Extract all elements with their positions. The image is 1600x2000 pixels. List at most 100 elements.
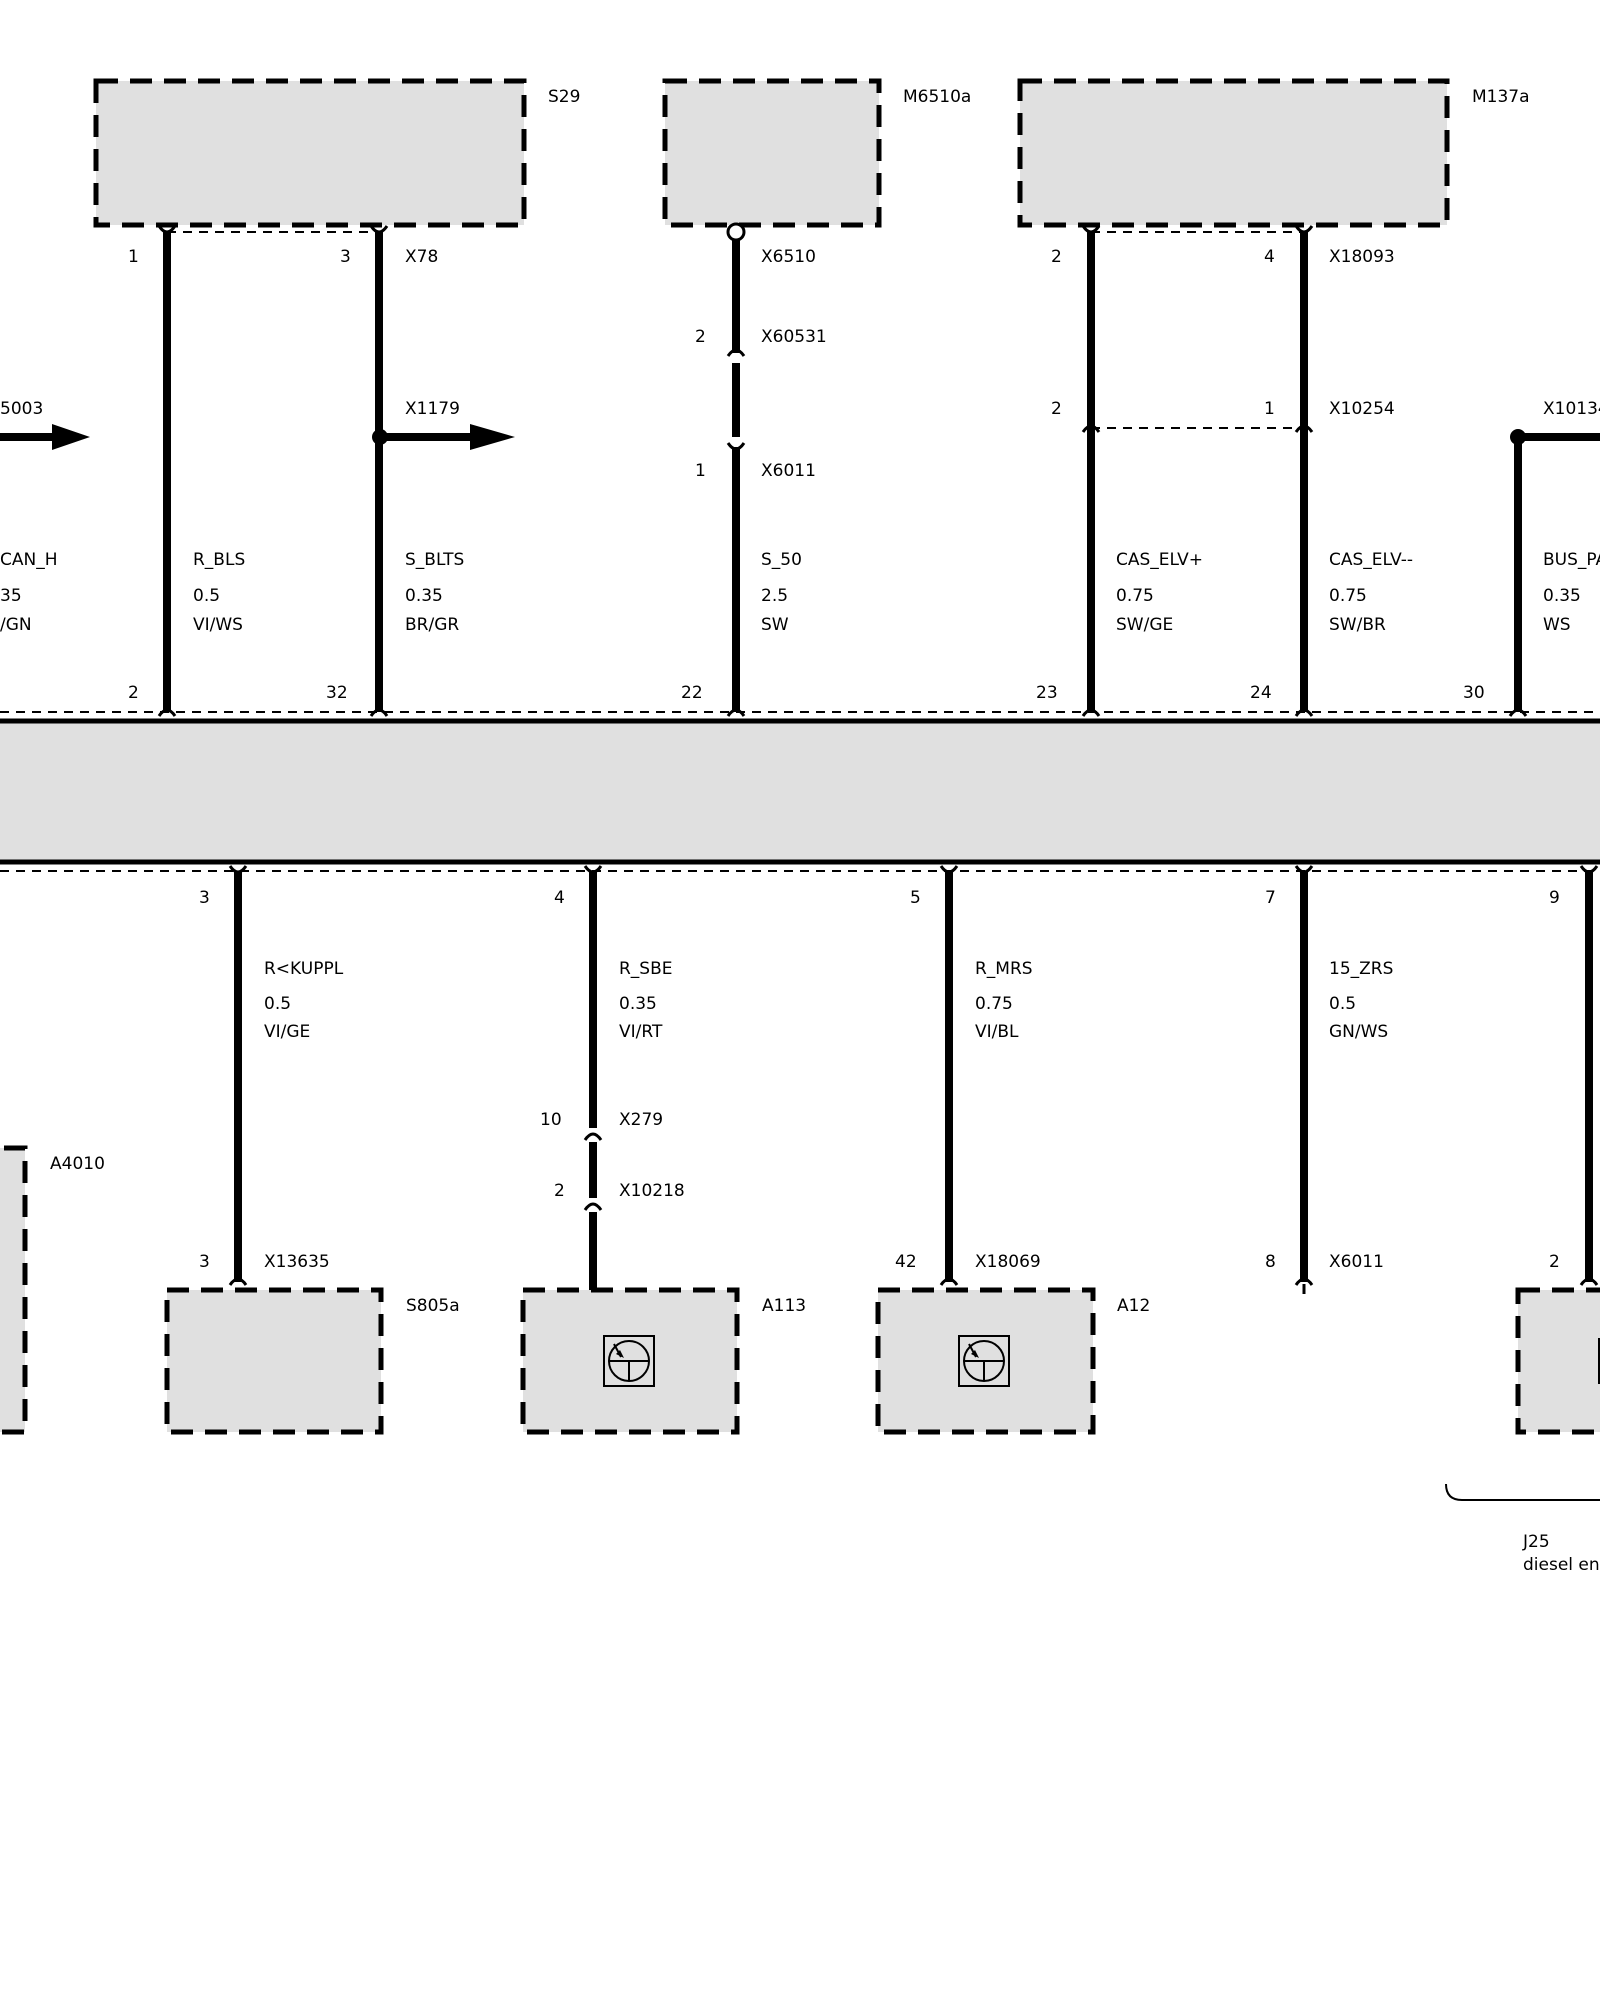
wire-size: 0.5 <box>193 586 220 606</box>
component-m137a[interactable]: M137a <box>1017 78 1530 228</box>
connector-label-x10254: X10254 <box>1329 399 1395 419</box>
connector-label-x78: X78 <box>405 247 438 267</box>
connector-label-x60531: X60531 <box>761 327 827 347</box>
connector-hook-icon <box>369 708 389 717</box>
component-a4010[interactable]: A4010 <box>0 1145 105 1435</box>
wire-size: 0.5 <box>1329 994 1356 1014</box>
pin-label: 22 <box>681 683 703 703</box>
wire-color: VI/BL <box>975 1022 1019 1042</box>
wire-signal: S_50 <box>761 550 802 570</box>
connector-label-x18069: X18069 <box>975 1252 1041 1272</box>
component-label-a4010: A4010 <box>50 1154 105 1174</box>
arrow-right-icon <box>52 424 90 450</box>
wire-size: 0.35 <box>619 994 657 1014</box>
wire-size: 0.5 <box>264 994 291 1014</box>
component-label-s805a: S805a <box>406 1296 460 1316</box>
wire-signal: CAS_ELV+ <box>1116 550 1203 570</box>
connector-hook-icon <box>1294 865 1314 874</box>
component-label-a113: A113 <box>762 1296 806 1316</box>
wire-size: 35 <box>0 586 22 606</box>
connector-label-x10218: X10218 <box>619 1181 685 1201</box>
wire-s-blts[interactable] <box>372 232 515 712</box>
pin-label: 10 <box>540 1110 562 1130</box>
splice-dot-icon <box>1510 429 1526 445</box>
connector-hook-icon <box>726 708 746 717</box>
connector-hook-icon <box>1081 708 1101 717</box>
option-code-j25: J25 <box>1522 1532 1550 1552</box>
connector-hook-icon <box>369 225 389 234</box>
pin-label: 30 <box>1463 683 1485 703</box>
wire-color: BR/GR <box>405 615 459 635</box>
connector-label-x6011: X6011 <box>1329 1252 1384 1272</box>
pin-label: 3 <box>199 1252 210 1272</box>
connector-label-x13635: X13635 <box>264 1252 330 1272</box>
connector-hook-icon <box>1294 225 1314 234</box>
connector-hook-icon <box>1294 708 1314 717</box>
connector-hook-icon <box>228 1277 248 1286</box>
connector-label-x6510: X6510 <box>761 247 816 267</box>
component-s805a[interactable]: S805a <box>164 1287 460 1435</box>
wire-size: 0.35 <box>1543 586 1581 606</box>
connector-hook-icon <box>157 708 177 717</box>
connector-label-x279: X279 <box>619 1110 663 1130</box>
connector-hook-icon <box>1508 708 1528 717</box>
pin-label: 3 <box>340 247 351 267</box>
pin-label: 7 <box>1265 888 1276 908</box>
pin-label: 9 <box>1549 888 1560 908</box>
wire-size: 0.75 <box>975 994 1013 1014</box>
wire-size: 0.35 <box>405 586 443 606</box>
control-module-icon <box>958 1335 1010 1387</box>
pin-label: 32 <box>326 683 348 703</box>
pin-label: 1 <box>128 247 139 267</box>
wire-bus-pa[interactable] <box>1510 429 1600 712</box>
pin-label: 2 <box>554 1181 565 1201</box>
arrow-right-icon <box>470 424 515 450</box>
connector-label-x10134: X10134 <box>1543 399 1600 419</box>
central-control-unit[interactable] <box>0 711 1600 872</box>
pin-label: 5 <box>910 888 921 908</box>
wire-s-50[interactable] <box>726 222 746 712</box>
pin-label: 2 <box>695 327 706 347</box>
pin-label: 4 <box>554 888 565 908</box>
wire-signal: R_BLS <box>193 550 245 570</box>
pin-label: 1 <box>1264 399 1275 419</box>
wire-color: VI/RT <box>619 1022 663 1042</box>
component-j25-module[interactable] <box>1515 1287 1600 1435</box>
wire-color: SW/GE <box>1116 615 1173 635</box>
pin-label: 1 <box>695 461 706 481</box>
component-m6510a[interactable]: M6510a <box>662 78 971 228</box>
connector-hook-icon <box>583 865 603 874</box>
pin-label: 2 <box>128 683 139 703</box>
pin-label: 3 <box>199 888 210 908</box>
connector-hook-icon <box>726 348 746 357</box>
control-unit-body <box>0 718 1600 865</box>
wire-color: GN/WS <box>1329 1022 1388 1042</box>
wire-size: 2.5 <box>761 586 788 606</box>
component-s29[interactable]: S29 <box>93 78 580 228</box>
component-label-m137a: M137a <box>1472 87 1530 107</box>
pin-label: 42 <box>895 1252 917 1272</box>
wire-color: SW/BR <box>1329 615 1386 635</box>
connector-hook-icon <box>1294 1277 1314 1286</box>
connector-label-x18093: X18093 <box>1329 247 1395 267</box>
connector-hook-icon <box>157 225 177 234</box>
connector-label-x1179: X1179 <box>405 399 460 419</box>
wire-can-h[interactable] <box>0 424 90 450</box>
wire-signal: S_BLTS <box>405 550 464 570</box>
component-a12[interactable]: A12 <box>875 1287 1150 1435</box>
wire-color: SW <box>761 615 789 635</box>
connector-hook-icon <box>228 865 248 874</box>
connector-hook-icon <box>939 865 959 874</box>
component-a113[interactable]: A113 <box>520 1287 806 1435</box>
connector-hook-icon <box>583 1132 603 1141</box>
connector-hook-icon <box>726 442 746 451</box>
option-description: diesel eng <box>1523 1555 1600 1575</box>
wire-color: WS <box>1543 615 1571 635</box>
component-label-m6510a: M6510a <box>903 87 971 107</box>
wire-signal: R<KUPPL <box>264 959 344 979</box>
pin-label: 2 <box>1051 399 1062 419</box>
component-label-a12: A12 <box>1117 1296 1150 1316</box>
pin-label: 8 <box>1265 1252 1276 1272</box>
wire-color: /GN <box>0 615 32 635</box>
